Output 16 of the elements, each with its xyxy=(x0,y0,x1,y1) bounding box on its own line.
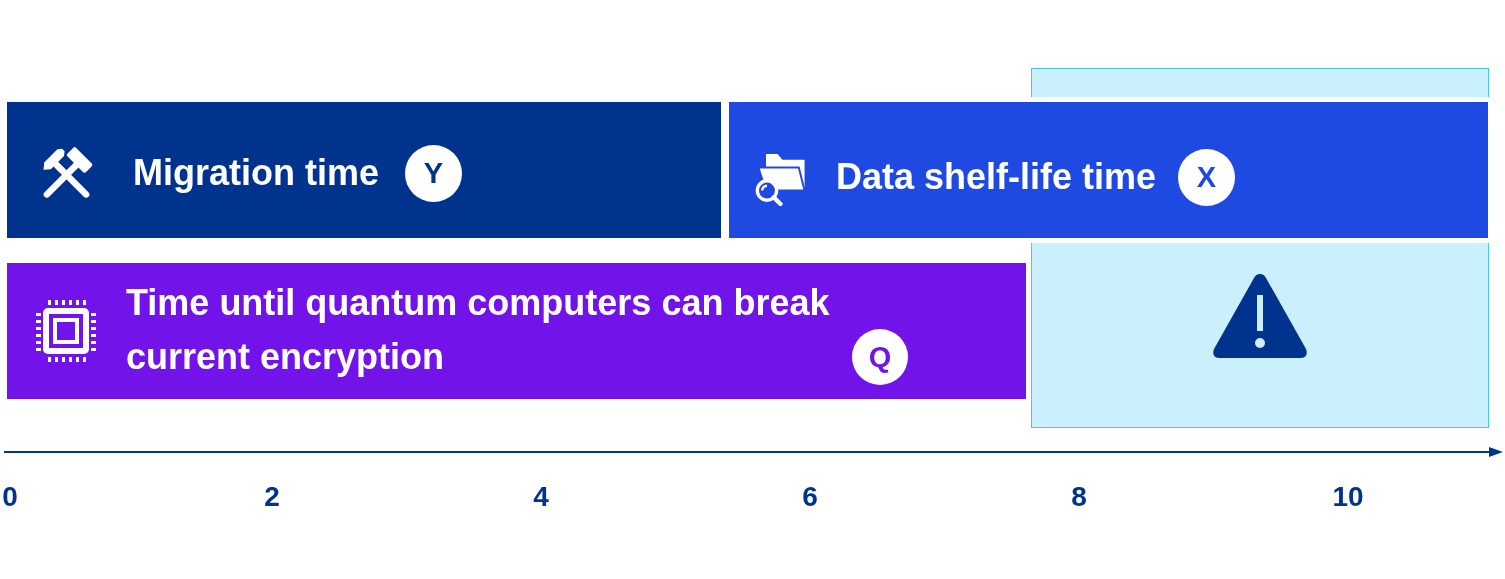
bar-label: Data shelf-life time xyxy=(836,155,1157,198)
shaded-region xyxy=(1031,243,1489,428)
bar-label: Migration time xyxy=(133,151,379,194)
timeline-bar xyxy=(7,102,721,238)
tick-label: 2 xyxy=(264,482,280,512)
timeline-bar xyxy=(7,263,1026,399)
tick-label: 10 xyxy=(1332,482,1364,512)
variable-badge: X xyxy=(1178,149,1235,206)
variable-badge: Q xyxy=(852,329,908,385)
variable-badge: Y xyxy=(405,145,462,202)
bar-label: Time until quantum computers can break current encryption xyxy=(126,281,831,379)
tick-label: 8 xyxy=(1071,482,1087,512)
tick-label: 0 xyxy=(2,482,18,512)
timeline-bar xyxy=(729,102,1488,238)
tick-label: 4 xyxy=(533,482,549,512)
tick-label: 6 xyxy=(802,482,818,512)
